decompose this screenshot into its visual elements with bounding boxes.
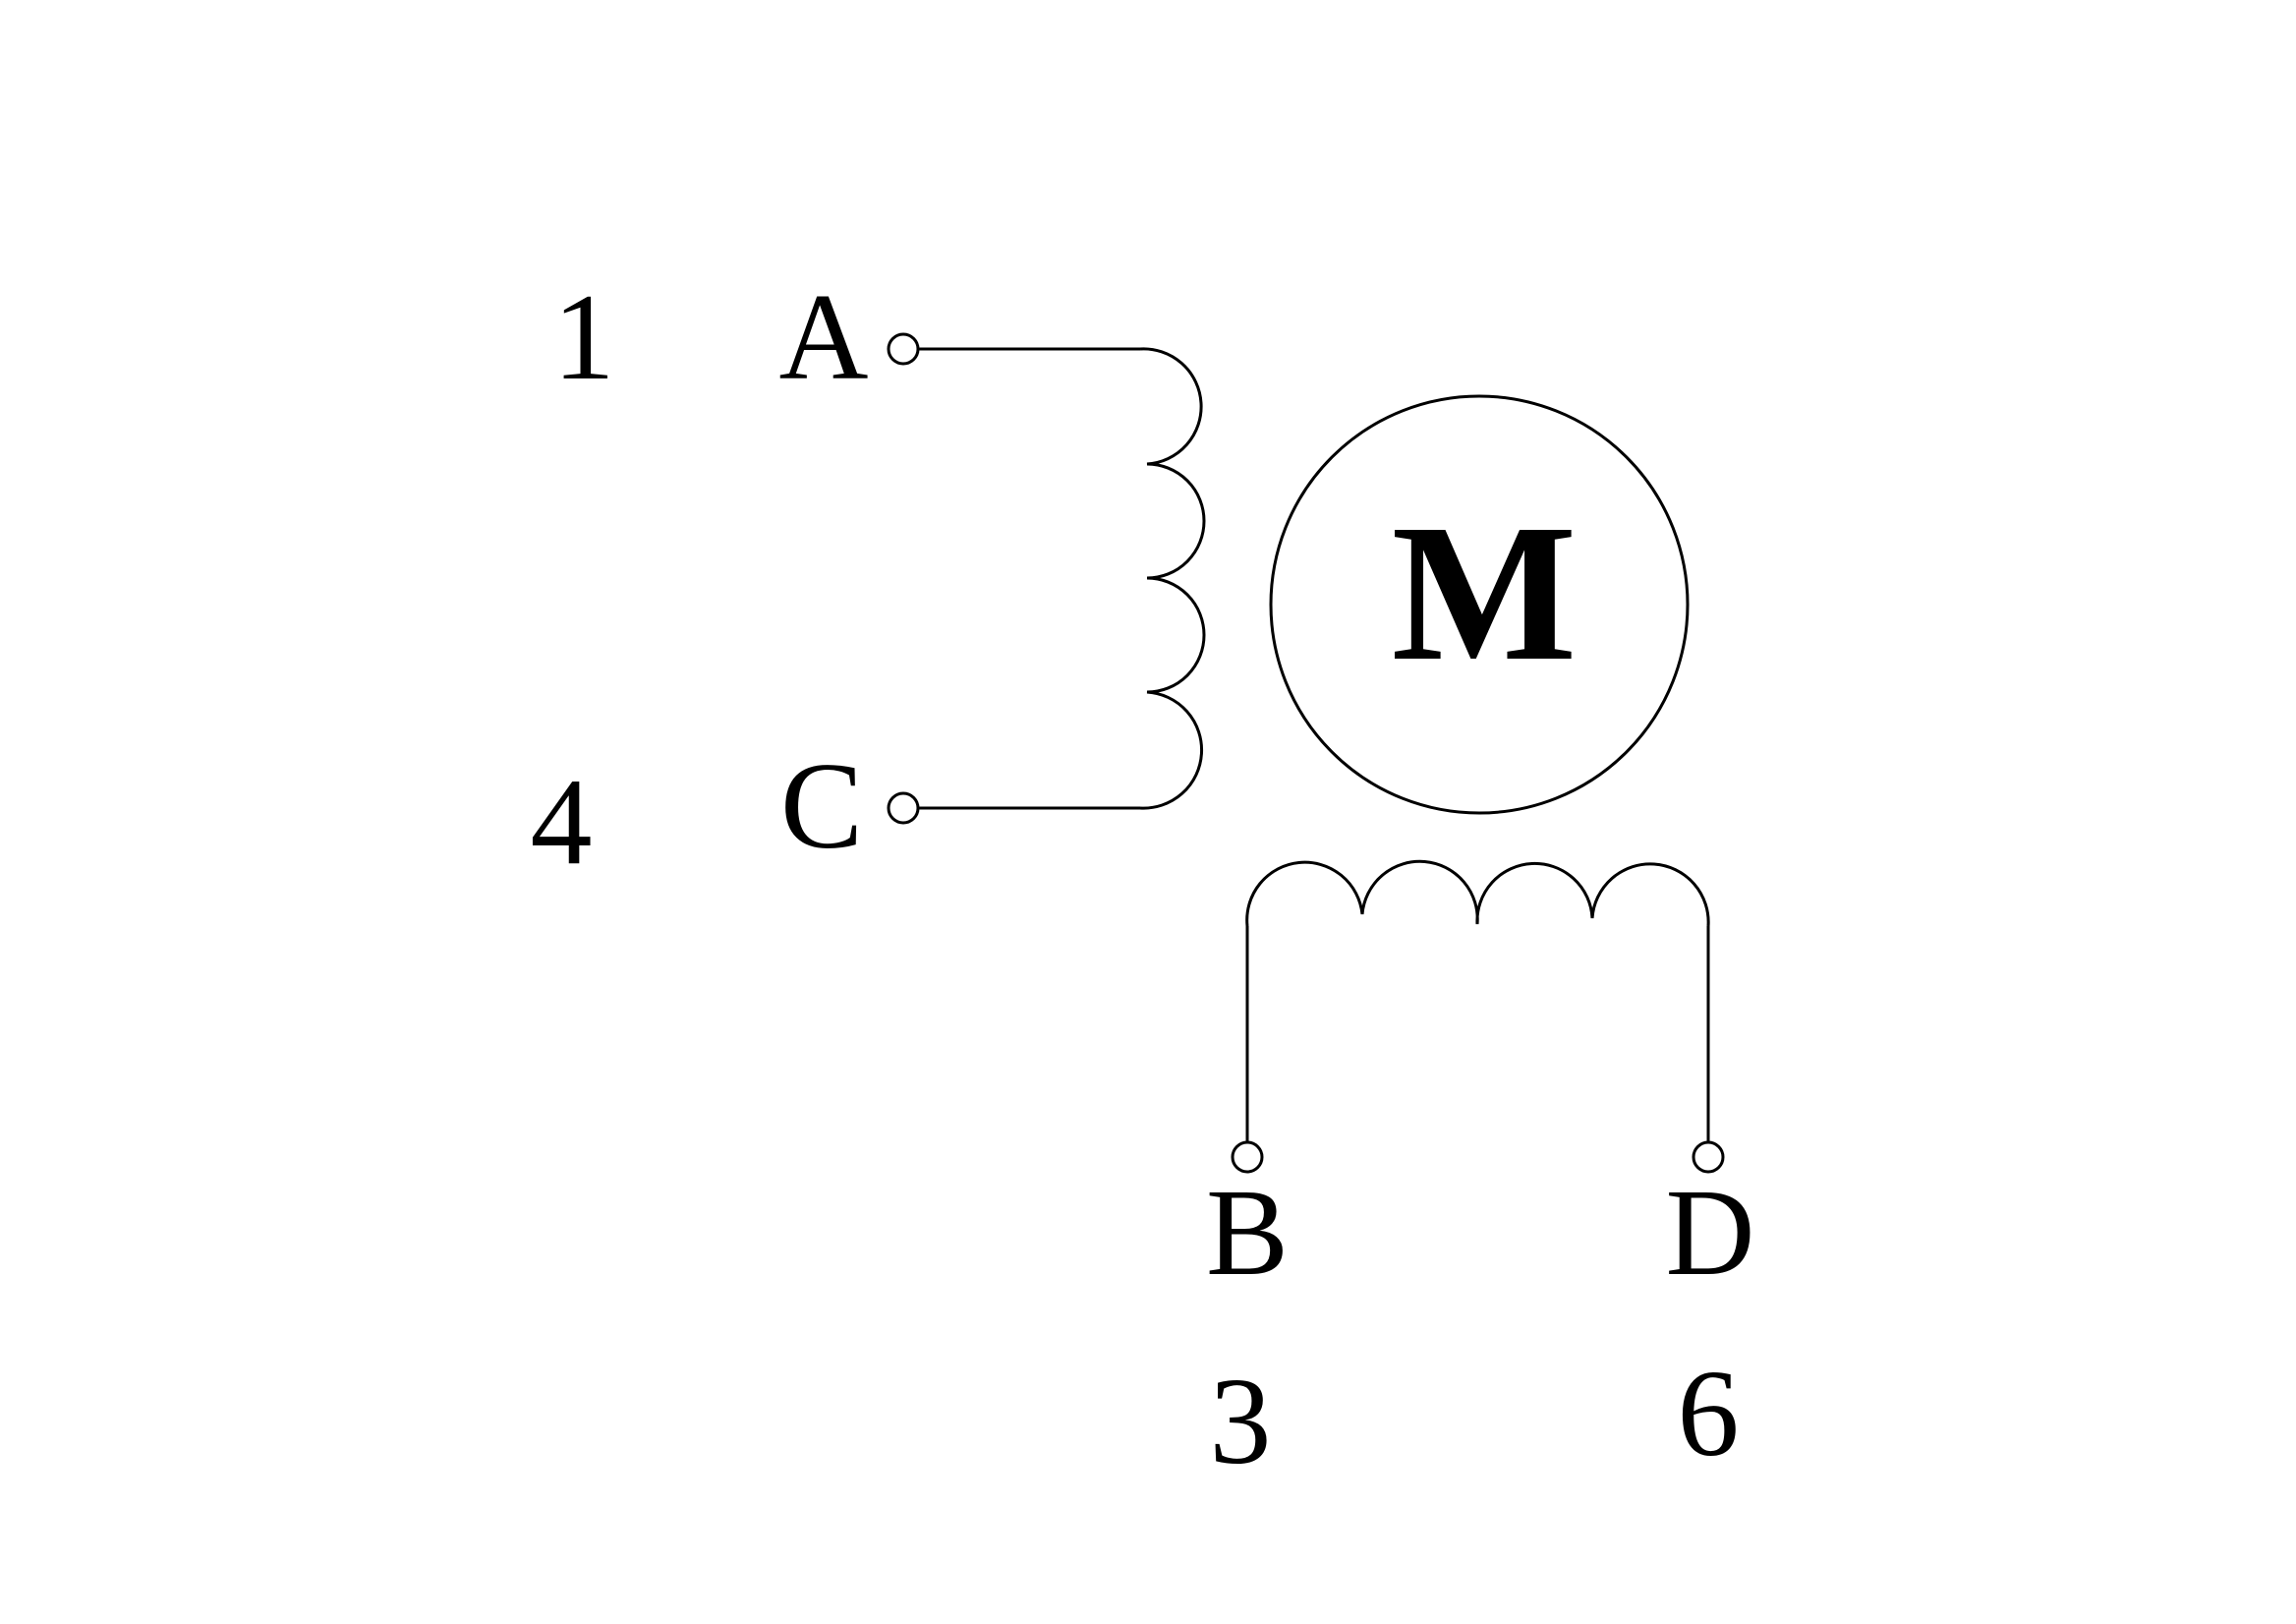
terminal-d: [1692, 1140, 1725, 1174]
terminal-label-c: C: [780, 738, 863, 875]
pin-number-6: 6: [1678, 1346, 1740, 1482]
motor-circle: [1269, 394, 1690, 815]
pin-number-3: 3: [1210, 1354, 1272, 1490]
terminal-label-a: A: [779, 269, 869, 406]
coil-bd: [1245, 859, 1710, 927]
terminal-label-d: D: [1666, 1165, 1755, 1302]
terminal-a: [887, 332, 920, 366]
pin-number-1: 1: [553, 269, 615, 406]
terminal-label-b: B: [1206, 1165, 1289, 1302]
motor-label: M: [1392, 485, 1578, 702]
terminal-c: [887, 791, 920, 825]
coil-ac: [1139, 347, 1206, 810]
pin-number-4: 4: [531, 754, 593, 891]
terminal-b: [1231, 1140, 1264, 1174]
